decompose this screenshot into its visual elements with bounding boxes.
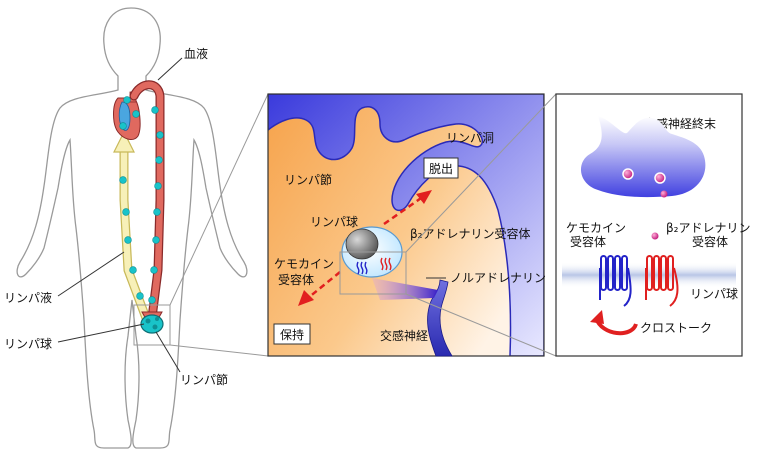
human-body-figure [16,7,248,449]
sympathetic-nerve-fiber [427,279,453,357]
zoom-line-detail-bottom [405,293,557,357]
lymph-node-markers [119,96,164,304]
lymph-fluid-label: リンパ液 [4,290,52,305]
beta2-receptor-label: β₂アドレナリン受容体 [410,226,530,241]
nerve-terminal-shape [580,116,706,198]
cell-zoom-box [339,251,407,295]
retention-arrow-shaft [307,271,341,299]
lymph-node-tissue-label: リンパ節 [284,172,332,187]
body-silhouette [16,7,248,449]
lymphocyte-leader [57,323,145,343]
cell-beta2-receptor [380,257,392,271]
sympathetic-nerve-label: 交感神経 [380,328,428,343]
lymph-sinus-label: リンパ洞 [446,131,494,145]
detail-beta2-label-1: β₂アドレナリン [666,221,750,235]
chemokine-receptor-label-2: 受容体 [278,272,314,287]
noradrenaline-vesicle [622,168,634,180]
retention-box [273,323,311,345]
egress-box [423,157,459,179]
crosstalk-label: クロストーク [640,321,712,335]
retention-arrowhead [298,290,314,306]
lymph-node-panel-frame [267,93,545,357]
detail-chemokine-label-2: 受容体 [570,234,606,249]
blood-leader [157,57,183,81]
zoom-line-bottom [169,344,269,357]
chemokine-receptor-label-1: ケモカイン [274,257,334,271]
lymph-flow-arrowhead [113,130,135,153]
lymphocyte-label: リンパ球 [4,337,52,351]
lymph-node-panel: リンパ洞 リンパ節 脱出 リンパ球 β₂アドレナリン受容体 ケモカイン 受容体 … [267,93,546,357]
detail-lymphocyte-label: リンパ球 [690,287,738,301]
zoom-box [133,304,171,346]
lymph-fluid-leader [57,251,125,297]
zoom-line-detail-top [405,93,557,253]
released-noradrenaline [660,190,668,198]
noradrenaline-label: ノルアドレナリン [450,271,546,285]
egress-label: 脱出 [429,161,453,176]
lymph-node-label: リンパ節 [180,372,228,387]
lymph-node-leader [155,331,181,373]
released-noradrenaline [651,232,659,240]
retention-label: 保持 [280,327,304,342]
blood-label: 血液 [184,46,208,61]
lymph-sinus [268,94,544,356]
cell-chemokine-receptor [356,261,368,275]
zoom-line-top [169,93,269,306]
detail-beta2-label-2: 受容体 [692,234,728,249]
chemokine-receptor-coil [599,255,632,307]
detail-chemokine-label-1: ケモカイン [566,221,626,235]
noradrenaline-vesicle [654,172,666,184]
egress-arrowhead [416,190,432,204]
egress-arrow-shaft [383,194,425,226]
cell-membrane [562,262,736,288]
pelvic-lymph-node [140,314,164,334]
receptor-detail-panel: 交感神経終末 ケモカイン 受容体 β₂アドレナリン 受容体 リンパ球 [555,93,750,357]
beta2-receptor-coil [645,255,679,307]
lymphocyte-label-node: リンパ球 [310,215,358,229]
crosstalk-arrowhead [590,310,604,324]
